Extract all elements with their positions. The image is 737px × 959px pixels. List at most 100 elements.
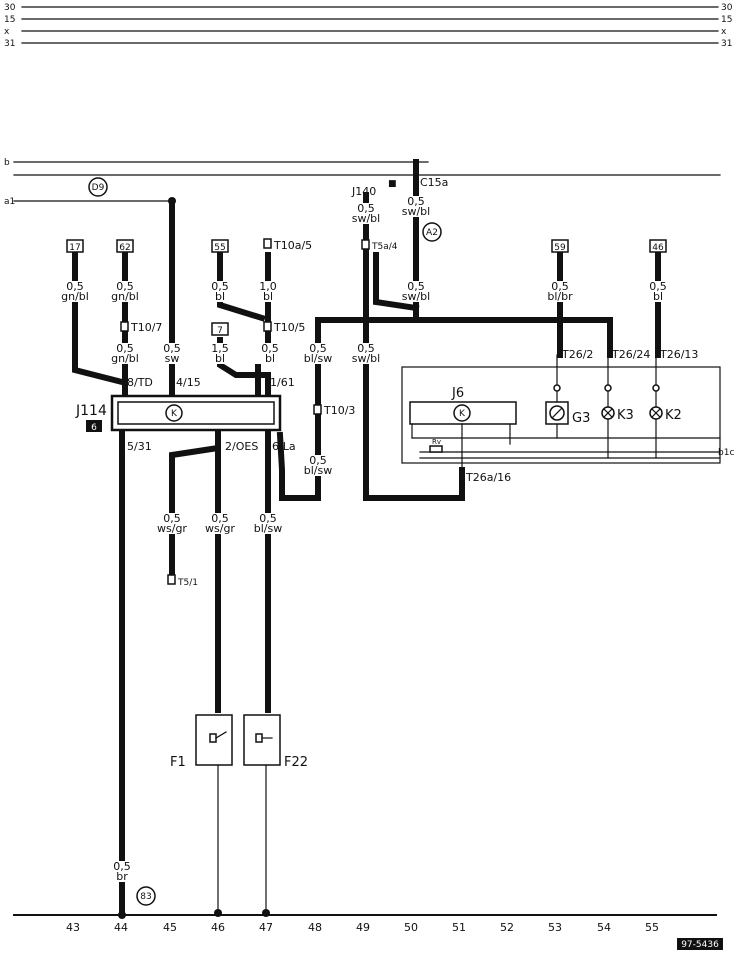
label-bg <box>544 291 576 302</box>
rail-label-left: 30 <box>4 3 16 13</box>
wire-color-label: gn/bl <box>111 290 139 303</box>
label-bg <box>252 523 284 534</box>
column-number: 52 <box>500 921 514 934</box>
pin-4-15: 4/15 <box>176 376 201 389</box>
wire-color-label: sw/bl <box>352 212 380 225</box>
column-number: 55 <box>645 921 659 934</box>
tag-46-label: 46 <box>652 243 664 253</box>
label-bg <box>204 281 236 292</box>
rail-label-right: 15 <box>721 15 732 25</box>
wire-size-label: 0,5 <box>113 860 131 873</box>
column-number: 51 <box>452 921 466 934</box>
wire-color-label: bl/sw <box>304 464 332 477</box>
label-bg <box>302 343 334 354</box>
switch-icon <box>209 733 217 743</box>
wire-color-label: gn/bl <box>61 290 89 303</box>
pin-1-61: 1/61 <box>270 376 295 389</box>
g3-label: G3 <box>572 411 590 426</box>
wire-size-label: 0,5 <box>66 280 84 293</box>
wire-size-label: 0,5 <box>163 342 181 355</box>
f1-label: F1 <box>170 755 186 770</box>
j6-label: J6 <box>451 386 464 401</box>
label-bg <box>642 281 674 292</box>
j114-inner <box>117 401 275 425</box>
column-number: 46 <box>211 921 225 934</box>
column-number: 53 <box>548 921 562 934</box>
lamp-cross <box>651 408 661 418</box>
wire-bl-sw <box>315 317 613 463</box>
wire-color-label: gn/bl <box>111 352 139 365</box>
wire-color-label: bl <box>215 290 225 303</box>
wire-size-label: 0,5 <box>116 280 134 293</box>
column-number: 44 <box>114 921 128 934</box>
relay-symbol: K <box>459 409 466 419</box>
tag-59 <box>551 239 569 253</box>
connector-node <box>652 384 660 392</box>
connector-t10a-5: T10a/5 <box>273 239 312 252</box>
wire-size-label: 0,5 <box>261 342 279 355</box>
rail-label-right: 30 <box>721 3 733 13</box>
label-bg <box>204 343 236 354</box>
label-bg <box>350 343 382 354</box>
label-bg <box>59 281 91 292</box>
label-bg <box>109 291 141 302</box>
wire-color-label: bl <box>265 352 275 365</box>
label-bg <box>302 455 334 466</box>
label-bg <box>400 291 432 302</box>
rail-b-label: b <box>4 158 10 168</box>
label-bg <box>350 353 382 364</box>
column-number: 43 <box>66 921 80 934</box>
relay-icon <box>165 404 183 422</box>
label-bg <box>109 281 141 292</box>
wire-color-label: sw <box>165 352 180 365</box>
wire-size-label: 1,5 <box>211 342 229 355</box>
connector-icon <box>167 574 176 585</box>
j140-label: J140 <box>351 185 376 198</box>
footer-code: 97-5436 <box>681 940 719 950</box>
label-bg <box>350 203 382 214</box>
j140-mark: ■ <box>388 179 397 189</box>
tag-62-label: 62 <box>119 243 130 253</box>
junction-dot <box>118 911 126 919</box>
label-bg <box>252 281 284 292</box>
earth-83-label: 83 <box>140 892 151 902</box>
label-bg <box>156 513 188 524</box>
connector-icon <box>313 404 322 415</box>
connector-t26-13: T26/13 <box>659 348 698 361</box>
label-bg <box>350 213 382 224</box>
gauge-needle <box>552 408 562 418</box>
connector-icon <box>263 321 272 332</box>
junction-dot <box>214 909 222 917</box>
j114-label: J114 <box>75 403 107 419</box>
wire-size-label: 0,5 <box>211 512 229 525</box>
connector-t5-1: T5/1 <box>177 578 198 588</box>
label-bg <box>109 343 141 354</box>
earth-point <box>136 886 156 906</box>
rail-label-right: x <box>721 27 727 37</box>
wire-color-label: bl <box>653 290 663 303</box>
tag-55-label: 55 <box>214 243 225 253</box>
wire-color-label: sw/bl <box>402 205 430 218</box>
d9-marker <box>88 177 108 197</box>
junction-dot <box>262 909 270 917</box>
connector-icon <box>361 239 370 250</box>
pin-5-31: 5/31 <box>127 440 152 453</box>
connector-node <box>553 384 561 392</box>
wire-size-label: 0,5 <box>259 512 277 525</box>
tag-46 <box>649 239 667 253</box>
wire-color-label: bl <box>263 290 273 303</box>
connector-t26-24: T26/24 <box>611 348 650 361</box>
label-bg <box>252 513 284 524</box>
resistor-icon <box>429 445 443 453</box>
wire-color-label: bl/sw <box>304 352 332 365</box>
wire-color-label: sw/bl <box>402 290 430 303</box>
label-bg <box>400 281 432 292</box>
wire-size-label: 1,0 <box>259 280 277 293</box>
mini-label: Rv <box>432 438 441 446</box>
connector-t10-5: T10/5 <box>273 321 305 334</box>
wire-color-label: ws/gr <box>205 522 235 535</box>
label-bg <box>204 353 236 364</box>
j114-tag-label: 6 <box>91 423 97 433</box>
